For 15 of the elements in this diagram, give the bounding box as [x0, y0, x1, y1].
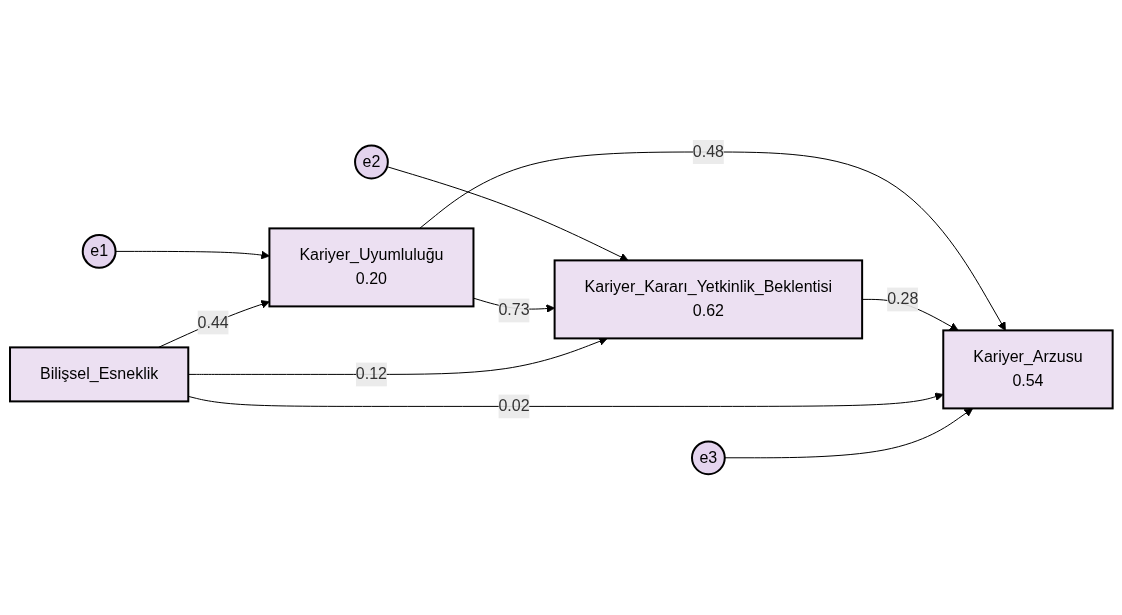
node-box: Kariyer_Arzusu 0.54 — [941, 329, 1114, 410]
edge-label: 0.28 — [886, 290, 918, 308]
edge-label: 0.48 — [692, 143, 724, 161]
edge-label: 0.12 — [355, 365, 387, 383]
node-circle: e3 — [690, 440, 726, 476]
node-circle: e1 — [81, 234, 117, 270]
node-box: Bilişsel_Esneklik — [8, 346, 189, 403]
node-box: Kariyer_Uyumluluğu 0.20 — [268, 227, 475, 308]
edge-label: 0.73 — [498, 301, 530, 319]
edge-label: 0.02 — [498, 397, 530, 415]
edge-label: 0.44 — [197, 313, 229, 331]
node-box: Kariyer_Kararı_Yetkinlik_Beklentisi 0.62 — [553, 259, 863, 340]
arrow — [187, 337, 608, 376]
node-circle: e2 — [353, 145, 389, 180]
arrow — [386, 166, 629, 262]
